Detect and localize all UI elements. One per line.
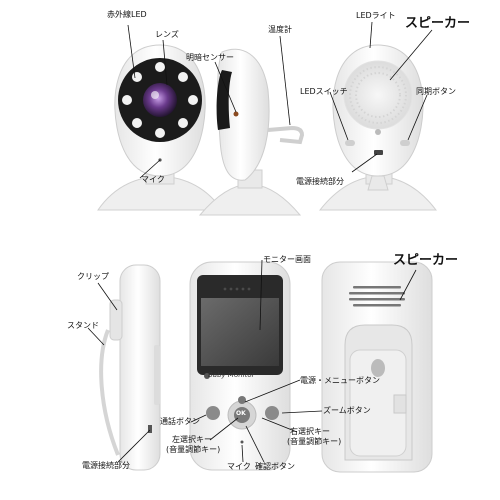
label-monitor-speaker: スピーカー <box>393 253 459 268</box>
label-talk-button: 通話ボタン <box>160 417 200 426</box>
monitor-leader-lines <box>87 259 417 463</box>
label-camera-mic: マイク <box>141 175 165 184</box>
label-right-select-sub: (音量調節キー) <box>287 437 342 446</box>
camera-side-view <box>198 48 305 216</box>
label-sync-button: 同期ボタン <box>416 87 456 96</box>
label-ir-led: 赤外線LED <box>107 10 147 19</box>
label-clip: クリップ <box>77 272 109 281</box>
label-power-menu-button: 電源・メニューボタン <box>300 376 380 385</box>
label-left-select: 左選択キー <box>172 435 212 444</box>
label-lens: レンズ <box>155 30 179 39</box>
label-led-light: LEDライト <box>356 11 396 20</box>
camera-back-view <box>318 44 438 211</box>
monitor-front-view <box>189 261 291 471</box>
label-zoom-button: ズームボタン <box>323 406 371 415</box>
label-screen: モニター画面 <box>263 255 311 264</box>
camera-leader-lines <box>127 21 433 179</box>
monitor-side-view <box>99 264 161 471</box>
label-thermometer: 温度計 <box>268 25 292 34</box>
monitor-back-view <box>321 261 433 473</box>
brand-text: Baby Monitor <box>208 371 255 379</box>
label-led-switch: LEDスイッチ <box>300 87 348 96</box>
label-stand: スタンド <box>67 321 99 330</box>
label-camera-power-port: 電源接続部分 <box>296 177 344 186</box>
label-monitor-power-port: 電源接続部分 <box>82 461 130 470</box>
camera-front-view <box>97 44 223 211</box>
label-monitor-mic: マイク <box>227 462 251 471</box>
label-light-sensor: 明暗センサー <box>186 53 234 62</box>
label-right-select: 右選択キー <box>290 427 330 436</box>
label-left-select-sub: (音量調節キー) <box>166 445 221 454</box>
label-camera-speaker: スピーカー <box>405 16 471 31</box>
label-ok-button: 確認ボタン <box>255 462 295 471</box>
ok-key-text: OK <box>236 410 246 417</box>
